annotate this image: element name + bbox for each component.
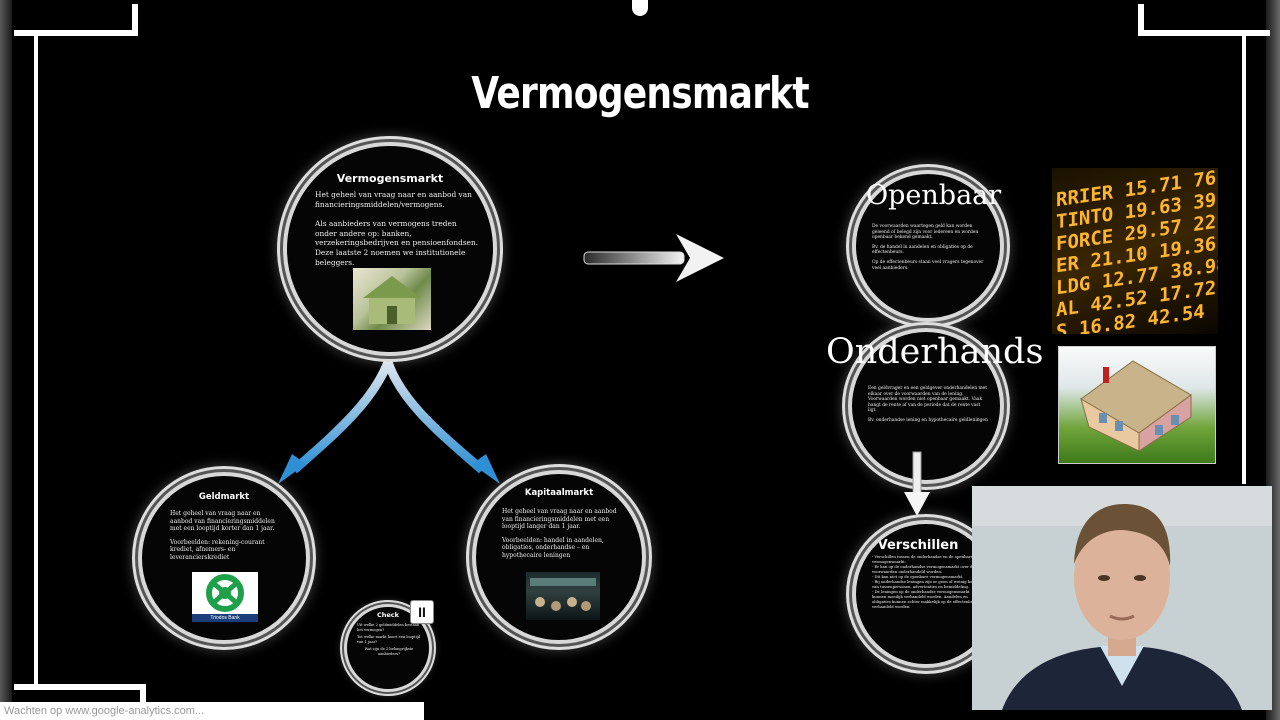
slide-title: Vermogensmarkt xyxy=(471,68,809,119)
trading-floor-image xyxy=(526,572,600,620)
circle-body: Een geldvrager en een geldgever onderhan… xyxy=(868,386,988,424)
money-house-image xyxy=(353,268,431,330)
paragraph: Bv. de handel in aandelen en obligaties … xyxy=(872,244,973,256)
trading-floor-icon xyxy=(530,578,596,611)
circle-body: - Verschillen tussen de onderhandse en d… xyxy=(872,554,984,609)
paragraph: Tot welke markt hoort een looptijd van 1… xyxy=(357,635,421,644)
logo-caption: Triodos Bank xyxy=(192,614,258,622)
circle-body: Het geheel van vraag naar en aanbod van … xyxy=(170,510,282,568)
presenter-portrait xyxy=(972,486,1272,710)
euro-house-image xyxy=(1058,346,1216,464)
circle-body: Uit welke 2 geldmiddelen bestaan het ver… xyxy=(357,623,421,657)
circle-title: Kapitaalmarkt xyxy=(524,488,594,498)
circle-title: Verschillen xyxy=(877,538,959,553)
frame-left xyxy=(34,30,52,690)
house-icon xyxy=(363,276,421,324)
webcam-video[interactable] xyxy=(972,486,1272,710)
paragraph: Uit welke 2 geldmiddelen bestaan het ver… xyxy=(357,623,420,632)
onderhands-title: Onderhands xyxy=(826,332,1044,372)
list-item: - De leningen op de onderhandse vermogen… xyxy=(872,589,980,609)
euro-house-icon xyxy=(1080,360,1192,452)
paragraph: Het geheel van vraag naar en aanbod van … xyxy=(170,510,275,533)
circle-geldmarkt[interactable]: Geldmarkt Het geheel van vraag naar en a… xyxy=(138,472,310,644)
paragraph: Het geheel van vraag naar en aanbod van … xyxy=(315,190,472,209)
list-item: - Er kan op de onderhandse vermogensmark… xyxy=(872,564,975,574)
frame-right xyxy=(1232,30,1246,484)
circle-title: Vermogensmarkt xyxy=(336,172,444,185)
arrow-right-icon xyxy=(583,234,724,282)
frame-bracket-bottom-left xyxy=(14,684,146,710)
browser-status-bar: Wachten op www.google-analytics.com... xyxy=(0,702,424,720)
pause-button[interactable]: II xyxy=(410,600,434,624)
openbaar-title: Openbaar xyxy=(866,180,1002,211)
circle-kapitaalmarkt[interactable]: Kapitaalmarkt Het geheel van vraag naar … xyxy=(472,470,646,644)
top-marker xyxy=(632,0,648,16)
circle-vermogensmarkt[interactable]: Vermogensmarkt Het geheel van vraag naar… xyxy=(283,142,497,356)
paragraph: Op de effectenbeurs staan veel vragers t… xyxy=(872,259,984,271)
paragraph: Deze laatste 2 noemen we institutionele … xyxy=(315,247,466,267)
paragraph: De voorwaarden waartegen geld kan worden… xyxy=(872,224,979,241)
left-edge-shadow xyxy=(0,0,12,720)
paragraph: Als aanbieders van vermogens treden onde… xyxy=(315,219,479,248)
paragraph: Een geldvrager en een geldgever onderhan… xyxy=(868,386,988,414)
paragraph: Voorbeelden: handel in aandelen, obligat… xyxy=(502,536,604,559)
paragraph: Het geheel van vraag naar en aanbod van … xyxy=(502,508,617,531)
circle-body: Het geheel van vraag naar en aanbod van … xyxy=(315,190,480,273)
circle-onderhands[interactable]: Een geldvrager en een geldgever onderhan… xyxy=(848,328,1004,484)
frame-bracket-top-right xyxy=(1138,4,1270,36)
circle-body: Het geheel van vraag naar en aanbod van … xyxy=(502,508,618,566)
paragraph: Voorbeelden: rekening-courant krediet, a… xyxy=(170,538,265,561)
arrow-down-icon xyxy=(904,451,930,516)
circle-body: De voorwaarden waartegen geld kan worden… xyxy=(872,224,988,271)
paragraph: Bv. onderhandse lening en hypothecaire g… xyxy=(868,417,988,423)
list-item: - Bij onderhandse leningen zijn er geen … xyxy=(872,579,981,589)
triodos-knot-icon xyxy=(206,574,244,612)
list-item: - Dit kan niet op de openbare vermogensm… xyxy=(872,574,964,579)
circle-title: Geldmarkt xyxy=(198,492,250,502)
paragraph: Wat zijn de 2 belangrijkste aanbieders? xyxy=(364,647,414,656)
circle-openbaar[interactable]: De voorwaarden waartegen geld kan worden… xyxy=(852,170,1004,322)
stock-board-image: RRIER 15.71 76.28 TINTO 19.63 39.79 FORC… xyxy=(1052,168,1218,334)
triodos-logo: Triodos Bank xyxy=(192,572,258,622)
branch-arrows xyxy=(278,360,500,484)
frame-bracket-top-left xyxy=(14,4,138,36)
circle-title: Check xyxy=(377,611,399,619)
list-item: - Verschillen tussen de onderhandse en d… xyxy=(872,554,973,564)
